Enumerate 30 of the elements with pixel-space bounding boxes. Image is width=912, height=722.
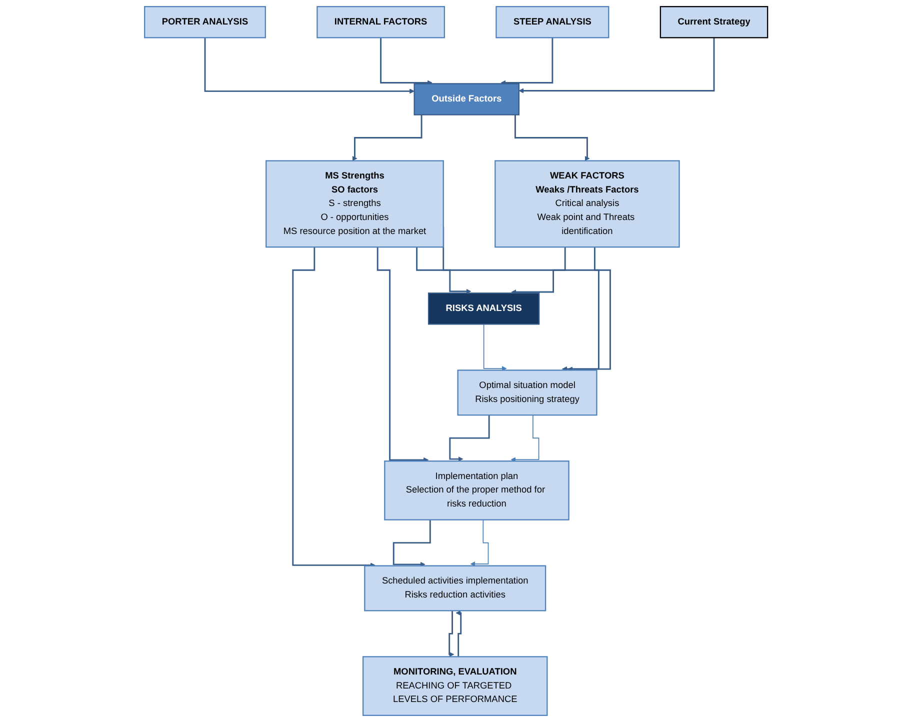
node-box: PORTER ANALYSIS	[144, 6, 266, 38]
node-box: Optimal situation model Risks positioning strategy	[457, 370, 598, 416]
node-box: Outside Factors	[414, 83, 520, 116]
arrow	[292, 247, 376, 568]
arrow	[376, 247, 428, 462]
arrow	[448, 610, 454, 657]
node-box: RISKS ANALYSIS	[428, 292, 540, 325]
arrow	[510, 414, 540, 462]
node-box: Current Strategy	[660, 6, 768, 38]
arrow	[500, 38, 554, 86]
arrow	[392, 520, 431, 567]
arrow	[380, 38, 432, 86]
arrow	[352, 114, 422, 162]
node-box: STEEP ANALYSIS	[496, 6, 610, 38]
node-box: Scheduled activities implementation Risks reduction activities	[364, 565, 546, 612]
arrow	[518, 38, 715, 94]
node-box: MS Strengths SO factors S - strengths O - opportunities MS resource position at the market	[265, 160, 444, 248]
arrow	[470, 519, 489, 566]
node-box: Implementation plan Selection of the proper method for risks reduction	[384, 460, 570, 520]
arrow	[514, 114, 590, 162]
arrow	[204, 38, 414, 94]
arrow	[449, 415, 490, 462]
arrow	[456, 610, 462, 657]
node-box: WEAK FACTORS Weaks /Threats Factors Critical analysis Weak point and Threats identification	[494, 160, 680, 248]
arrow	[416, 247, 472, 294]
arrow	[562, 247, 600, 372]
node-box: INTERNAL FACTORS	[316, 6, 445, 38]
arrow	[511, 247, 566, 295]
arrow	[483, 324, 507, 372]
node-box: MONITORING, EVALUATION REACHING OF TARGETED LEVELS OF PERFORMANCE	[362, 656, 548, 716]
